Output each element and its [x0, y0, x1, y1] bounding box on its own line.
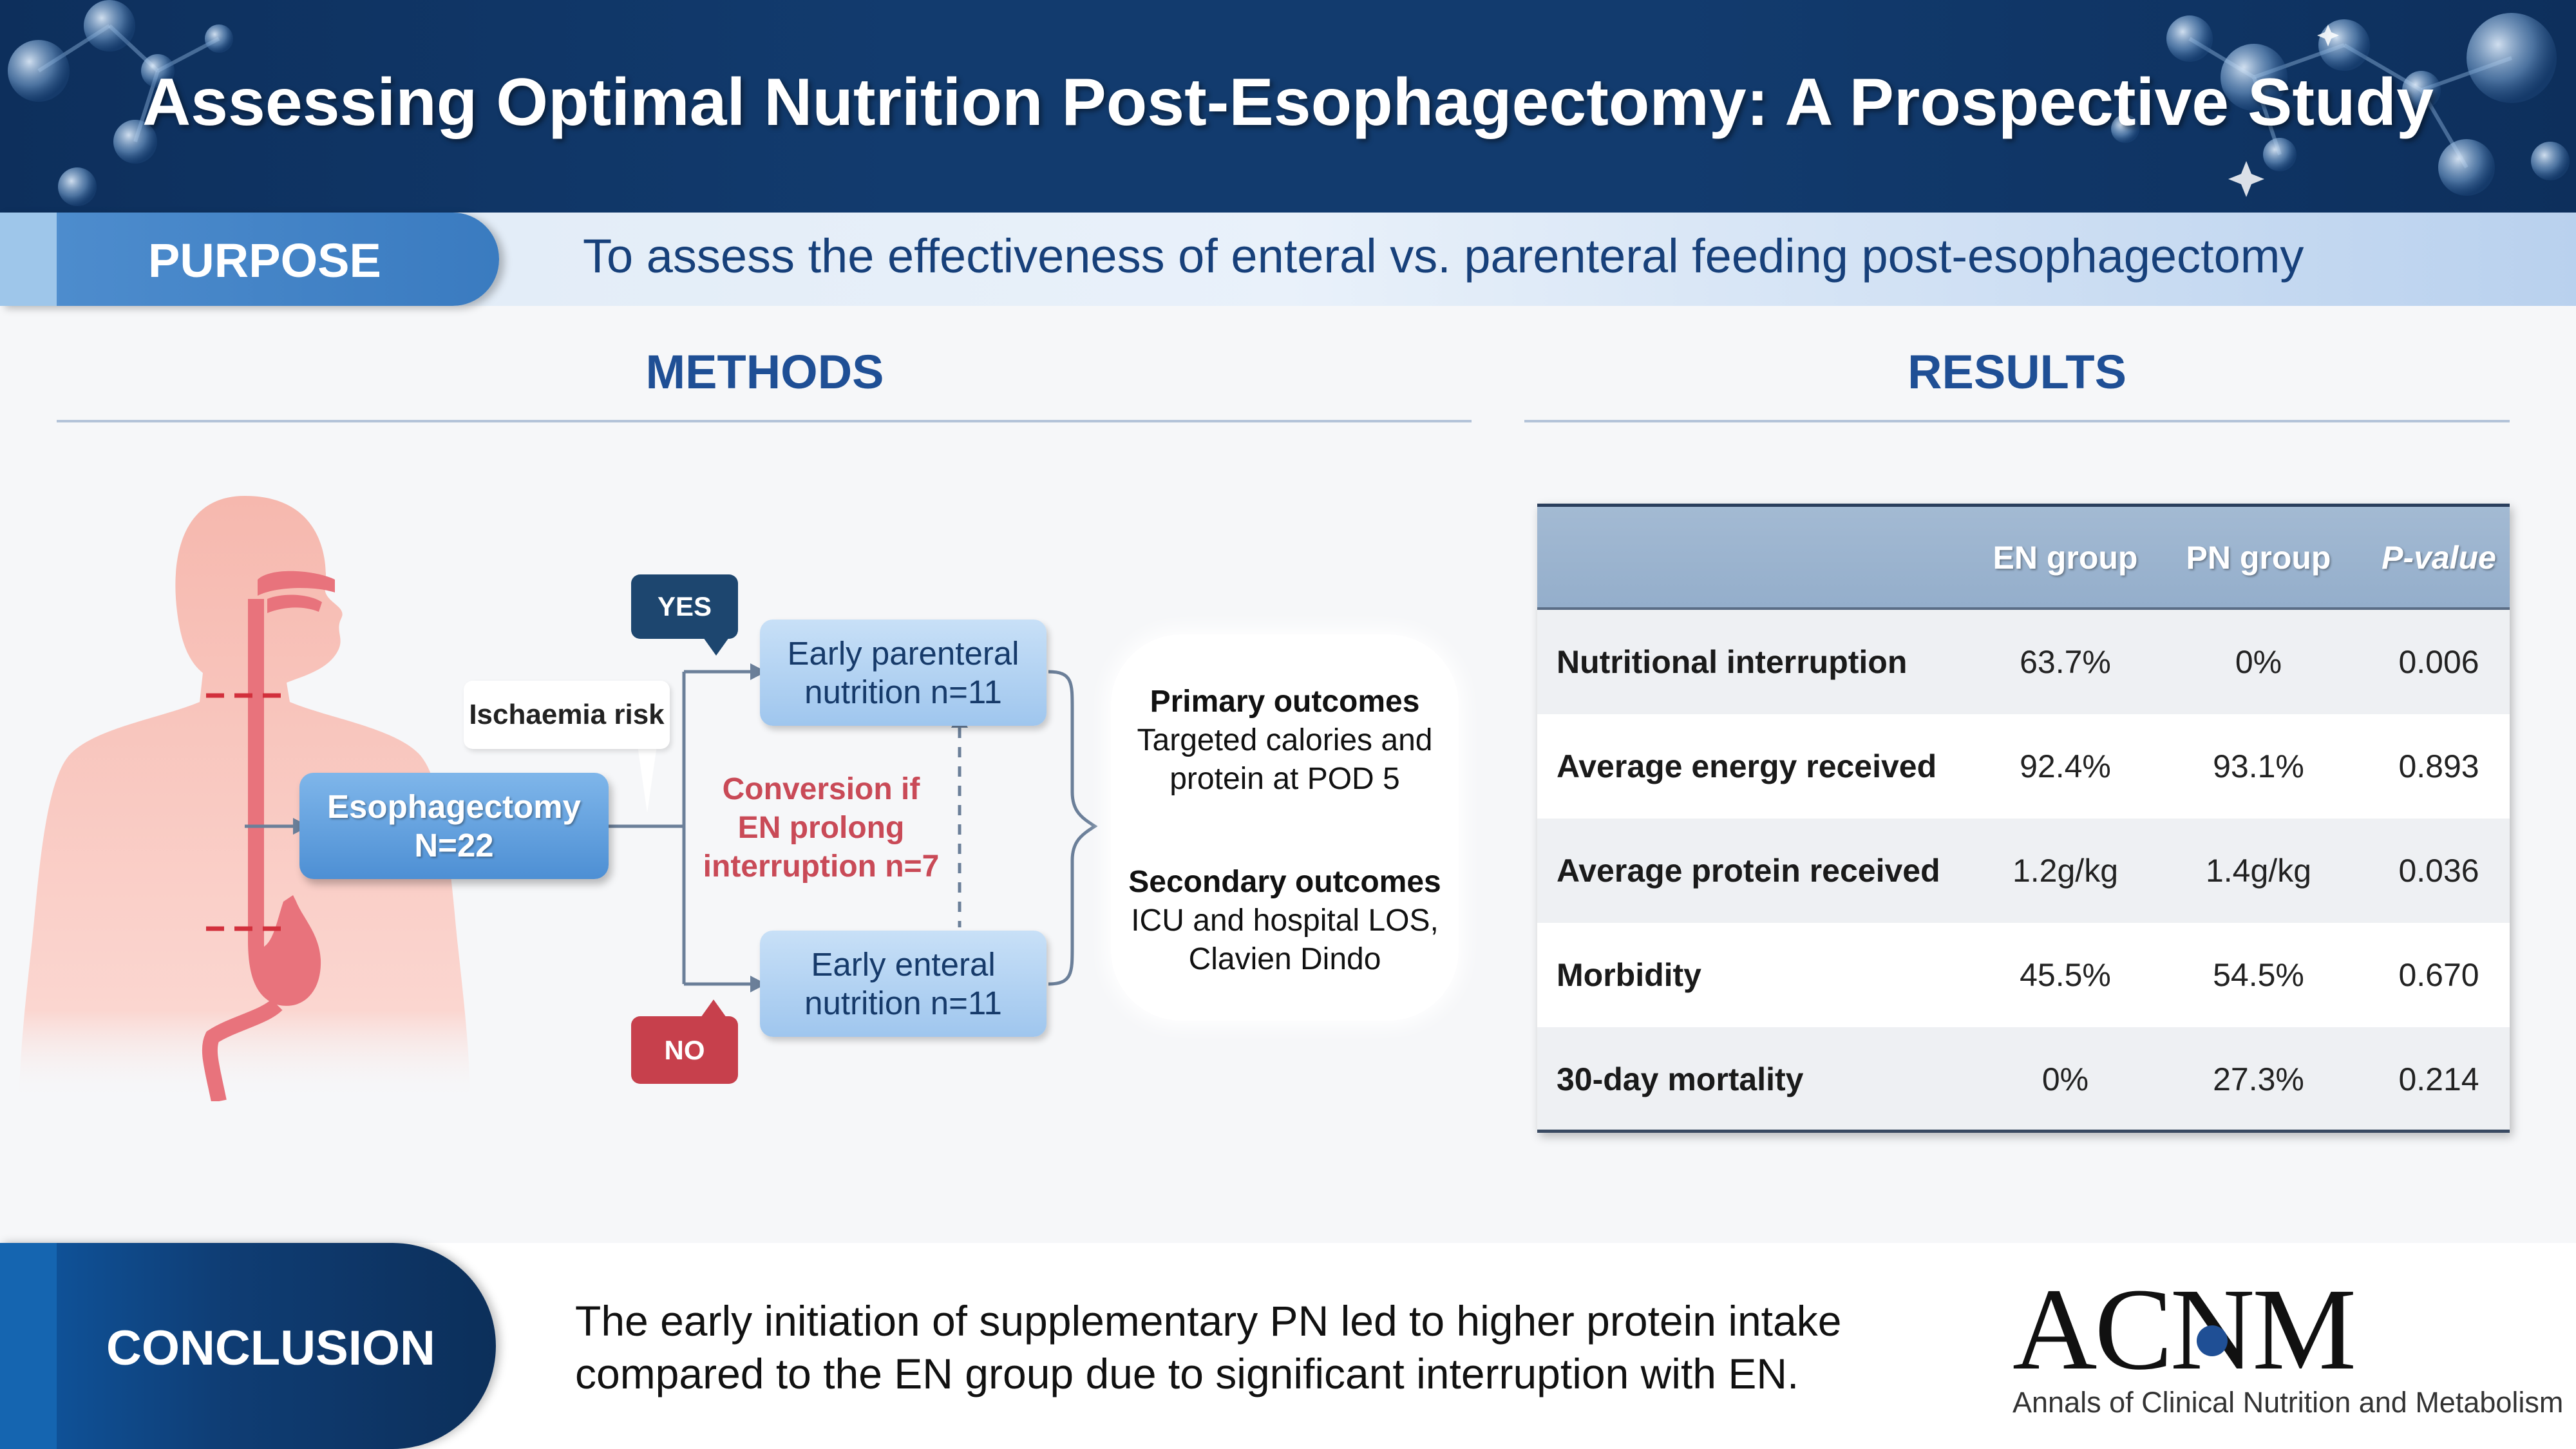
p-value: 0.214 [2398, 1061, 2479, 1097]
en-value: 63.7% [2020, 644, 2111, 680]
early-enteral-box: Early enteral nutrition n=11 [760, 931, 1046, 1037]
conclusion-text: The early initiation of supplementary PN… [575, 1294, 1841, 1400]
column-header-en: EN group [1993, 540, 2138, 576]
enteral-line2: nutrition n=11 [804, 984, 1002, 1021]
methods-divider [57, 420, 1472, 422]
secondary-outcomes-line2: Clavien Dindo [1188, 942, 1381, 976]
conversion-line1: Conversion if [722, 772, 920, 806]
logo-dot-icon [2197, 1325, 2228, 1356]
conversion-note: Conversion if EN prolong interruption n=… [699, 770, 943, 886]
p-value: 0.670 [2398, 957, 2479, 993]
results-title: RESULTS [1908, 345, 2126, 399]
en-value: 1.2g/kg [2012, 853, 2118, 889]
early-parenteral-box: Early parenteral nutrition n=11 [760, 620, 1046, 726]
no-tag: NO [631, 1016, 738, 1084]
conclusion-tab [0, 1243, 496, 1449]
pn-value: 0% [2235, 644, 2282, 680]
p-value: 0.893 [2398, 748, 2479, 784]
conclusion-line1: The early initiation of supplementary PN… [575, 1297, 1842, 1345]
pn-value: 93.1% [2213, 748, 2304, 784]
anatomy-illustration-icon [19, 496, 470, 1101]
table-row: 30-day mortality 0% 27.3% 0.214 [1537, 1027, 2510, 1132]
molecule-decoration-icon [8, 0, 2570, 206]
table-bottom-border [1537, 1130, 2510, 1133]
enteral-line1: Early enteral [811, 945, 996, 983]
table-row: Nutritional interruption 63.7% 0% 0.006 [1537, 610, 2510, 714]
conversion-line3: interruption n=7 [703, 849, 940, 884]
acnm-logo: ACNM [2012, 1265, 2356, 1394]
table-row: Morbidity 45.5% 54.5% 0.670 [1537, 923, 2510, 1027]
p-value: 0.036 [2398, 853, 2479, 889]
pn-value: 27.3% [2213, 1061, 2304, 1097]
en-value: 45.5% [2020, 957, 2111, 993]
purpose-tab [0, 213, 499, 306]
row-label: 30-day mortality [1557, 1061, 1804, 1097]
primary-outcomes-line1: Targeted calories and [1137, 723, 1433, 757]
yes-pointer-icon [703, 638, 729, 656]
conversion-line2: EN prolong [737, 811, 905, 845]
row-label: Average energy received [1557, 748, 1937, 784]
en-value: 0% [2041, 1061, 2089, 1097]
header-banner: Assessing Optimal Nutrition Post-Esophag… [0, 0, 2576, 213]
journal-name: Annals of Clinical Nutrition and Metabol… [2012, 1386, 2564, 1419]
results-table: EN group PN group P-value Nutritional in… [1537, 504, 2510, 1133]
esophagectomy-count: N=22 [414, 826, 494, 864]
yes-tag: YES [631, 574, 738, 639]
primary-outcomes-title: Primary outcomes [1150, 685, 1420, 719]
row-label: Nutritional interruption [1557, 644, 1908, 680]
p-value: 0.006 [2398, 644, 2479, 680]
en-value: 92.4% [2020, 748, 2111, 784]
ischaemia-risk-callout: Ischaemia risk [464, 681, 670, 749]
page-title: Assessing Optimal Nutrition Post-Esophag… [142, 65, 2434, 140]
methods-title: METHODS [645, 345, 884, 399]
secondary-outcomes-line1: ICU and hospital LOS, [1131, 904, 1439, 938]
results-table-header: EN group PN group P-value [1537, 504, 2510, 610]
column-header-pvalue: P-value [2382, 540, 2496, 576]
row-label: Average protein received [1557, 853, 1940, 889]
pn-value: 1.4g/kg [2205, 853, 2311, 889]
secondary-outcomes-title: Secondary outcomes [1128, 865, 1441, 899]
parenteral-line2: nutrition n=11 [804, 673, 1002, 710]
no-pointer-icon [701, 999, 726, 1018]
esophagectomy-label: Esophagectomy [327, 788, 581, 825]
conclusion-label: CONCLUSION [106, 1321, 435, 1376]
results-divider [1524, 420, 2510, 422]
esophagectomy-box: Esophagectomy N=22 [299, 773, 609, 879]
pn-value: 54.5% [2213, 957, 2304, 993]
table-row: Average energy received 92.4% 93.1% 0.89… [1537, 714, 2510, 819]
row-label: Morbidity [1557, 957, 1701, 993]
purpose-label: PURPOSE [148, 234, 381, 287]
parenteral-line1: Early parenteral [787, 634, 1019, 672]
purpose-text: To assess the effectiveness of enteral v… [583, 229, 2304, 283]
outcomes-box: Primary outcomes Targeted calories and p… [1111, 634, 1459, 1021]
conclusion-line2: compared to the EN group due to signific… [575, 1350, 1799, 1397]
primary-outcomes-line2: protein at POD 5 [1170, 762, 1400, 796]
table-row: Average protein received 1.2g/kg 1.4g/kg… [1537, 819, 2510, 923]
column-header-pn: PN group [2186, 540, 2331, 576]
